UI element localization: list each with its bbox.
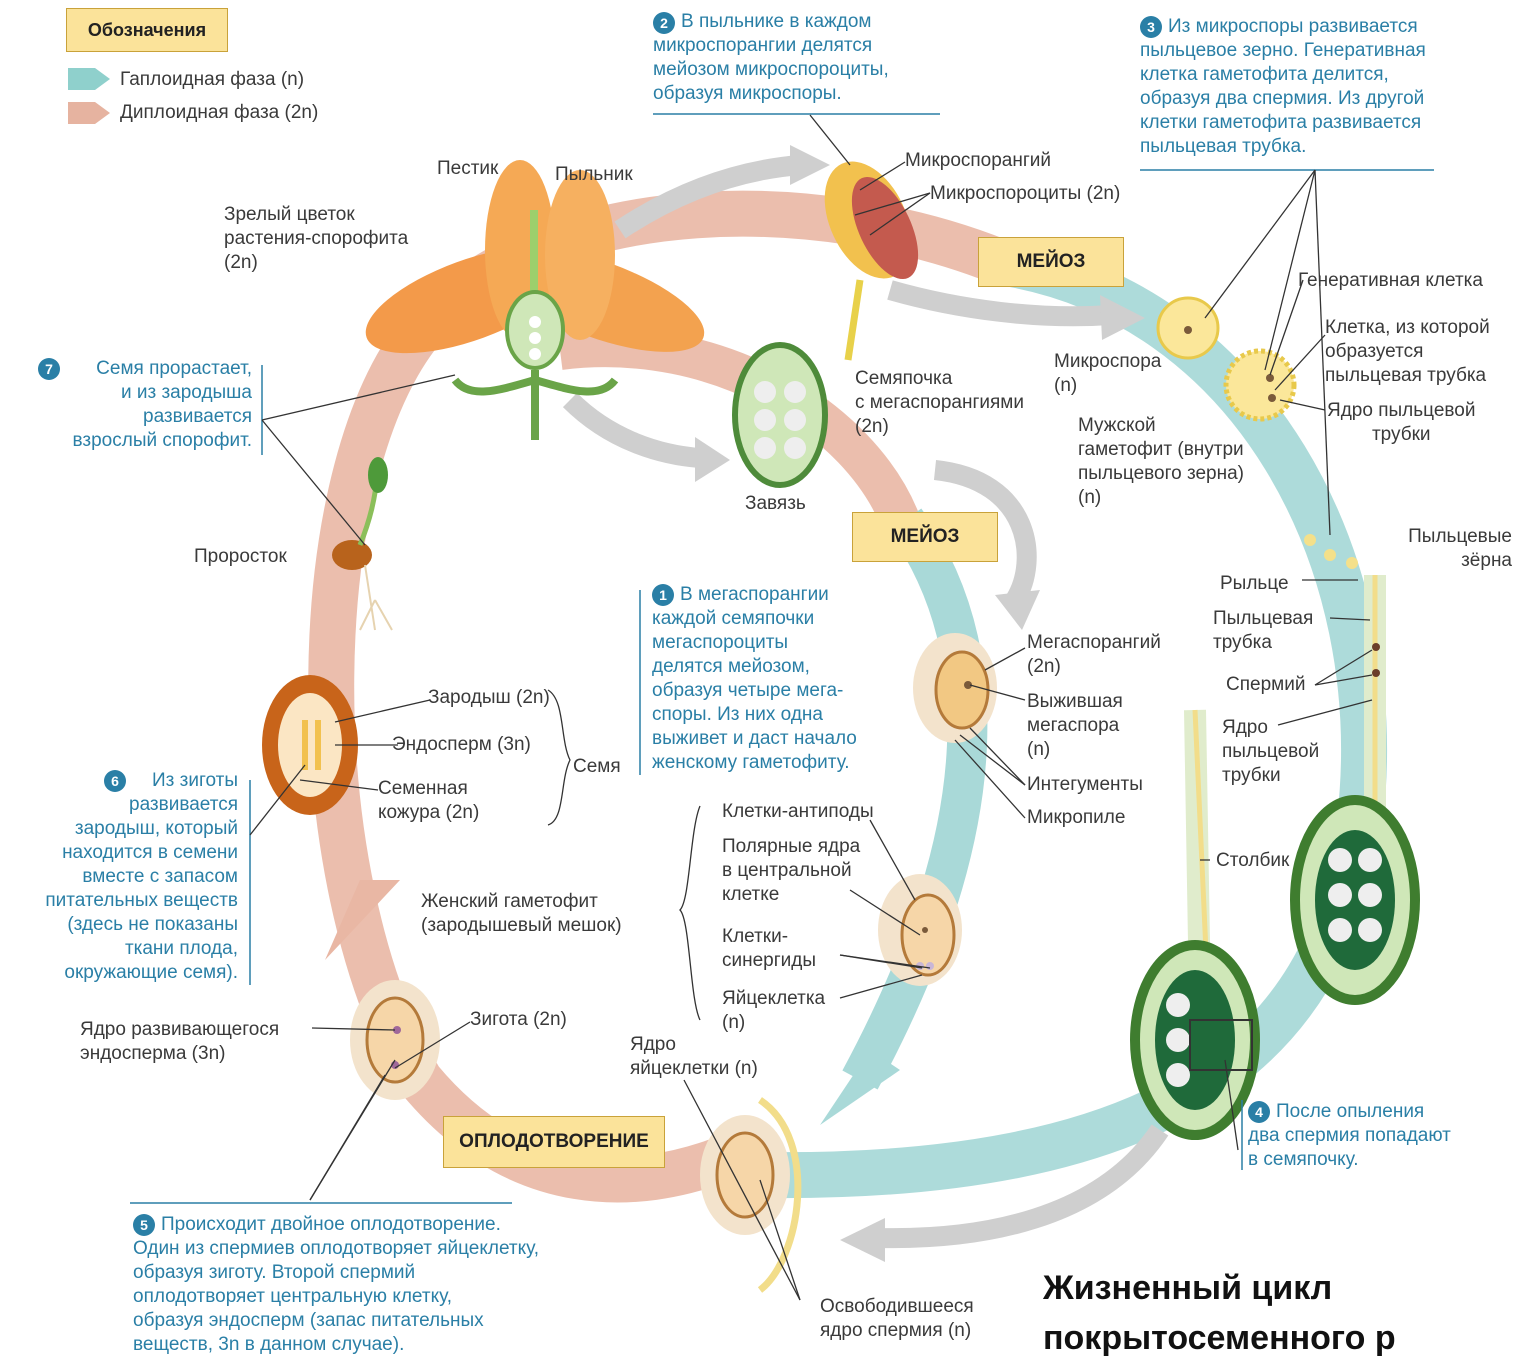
label-microsporocytes: Микроспороциты (2n) xyxy=(930,182,1120,206)
label-pistil: Пестик xyxy=(437,157,498,181)
label-tube-nucleus-2: Ядро пыльцевой трубки xyxy=(1222,716,1319,788)
label-polar-nuclei: Полярные ядра в центральной клетке xyxy=(722,835,860,907)
zygote-ovule-icon xyxy=(350,980,440,1100)
grey-arrow-3 xyxy=(570,400,700,458)
label-female-gametophyte: Женский гаметофит (зародышевый мешок) xyxy=(421,890,622,938)
label-anther: Пыльник xyxy=(555,163,633,187)
step-4-text: После опыления два спермия попадают в се… xyxy=(1248,1100,1451,1172)
meiosis-box-top: МЕЙОЗ xyxy=(978,237,1124,287)
label-antipodal-cells: Клетки-антиподы xyxy=(722,800,874,824)
label-endosperm-nucleus: Ядро развивающегося эндосперма (3n) xyxy=(80,1018,279,1066)
label-egg-nucleus: Ядро яйцеклетки (n) xyxy=(630,1033,758,1081)
meiosis-box-inner: МЕЙОЗ xyxy=(852,512,998,562)
haploid-legend-arrow xyxy=(68,68,110,90)
label-seed-coat: Семенная кожура (2n) xyxy=(378,777,479,825)
label-zygote: Зигота (2n) xyxy=(470,1008,567,1032)
label-released-sperm: Освободившееся ядро спермия (n) xyxy=(820,1295,974,1343)
pollen-grain-icon xyxy=(1226,351,1294,419)
label-stigma: Рыльце xyxy=(1220,572,1289,596)
label-tube-cell: Клетка, из которой образуется пыльцевая … xyxy=(1325,316,1490,388)
label-synergids: Клетки- синергиды xyxy=(722,925,816,973)
legend-diploid-label: Диплоидная фаза (2n) xyxy=(120,101,318,125)
label-pollen-tube: Пыльцевая трубка xyxy=(1213,607,1313,655)
label-micropyle: Микропиле xyxy=(1027,806,1125,830)
step-3-text: Из микроспоры развивается пыльцевое зерн… xyxy=(1140,15,1426,159)
label-tube-nucleus: Ядро пыльцевой трубки xyxy=(1327,399,1475,447)
label-style: Столбик xyxy=(1216,849,1289,873)
label-mature-flower: Зрелый цветок растения-спорофита (2n) xyxy=(224,203,408,275)
label-ovary: Завязь xyxy=(745,492,806,516)
label-seed: Семя xyxy=(573,755,621,779)
step-7-text: Семя прорастает, и из зародыша развивает… xyxy=(30,357,252,453)
label-pollen-grains: Пыльцевые зёрна xyxy=(1372,525,1512,573)
label-microspore: Микроспора (n) xyxy=(1054,350,1161,398)
label-integuments: Интегументы xyxy=(1027,773,1143,797)
label-generative-cell: Генеративная клетка xyxy=(1298,269,1483,293)
fertilization-box: ОПЛОДОТВОРЕНИЕ xyxy=(443,1116,665,1168)
legend-title: Обозначения xyxy=(66,8,228,52)
megasporangium-icon xyxy=(913,633,997,743)
inner-haploid-arc xyxy=(860,520,967,1080)
label-ovule: Семяпочка с мегаспорангиями (2n) xyxy=(855,367,1024,439)
legend-haploid-label: Гаплоидная фаза (n) xyxy=(120,68,304,92)
label-egg-cell: Яйцеклетка (n) xyxy=(722,987,825,1035)
ovary-icon xyxy=(735,345,825,485)
label-surviving-megaspore: Выжившая мегаспора (n) xyxy=(1027,690,1123,762)
label-embryo: Зародыш (2n) xyxy=(428,686,550,710)
label-seedling: Проросток xyxy=(194,545,287,569)
step-1-text: В мегаспорангии каждой семяпочки мегаспо… xyxy=(652,583,857,775)
step-6-text: Из зиготы развивается зародыш, который н… xyxy=(4,769,238,985)
embryo-sac-icon xyxy=(878,874,962,986)
anther-icon xyxy=(807,148,931,360)
step-5-text: Происходит двойное оплодотворение. Один … xyxy=(133,1213,539,1357)
step-2-text: В пыльнике в каждом микроспорангии делят… xyxy=(653,10,889,106)
label-sperm: Спермий xyxy=(1226,673,1305,697)
label-microsporangium: Микроспорангий xyxy=(905,149,1051,173)
fertilization-ovule-icon xyxy=(700,1100,798,1290)
label-male-gametophyte: Мужской гаметофит (внутри пыльцевого зер… xyxy=(1078,414,1244,510)
diploid-legend-arrow xyxy=(68,102,110,124)
label-endosperm: Эндосперм (3n) xyxy=(392,733,531,757)
diagram-title: Жизненный цикл покрытосеменного р xyxy=(1043,1263,1396,1361)
label-megasporangium: Мегаспорангий (2n) xyxy=(1027,631,1161,679)
